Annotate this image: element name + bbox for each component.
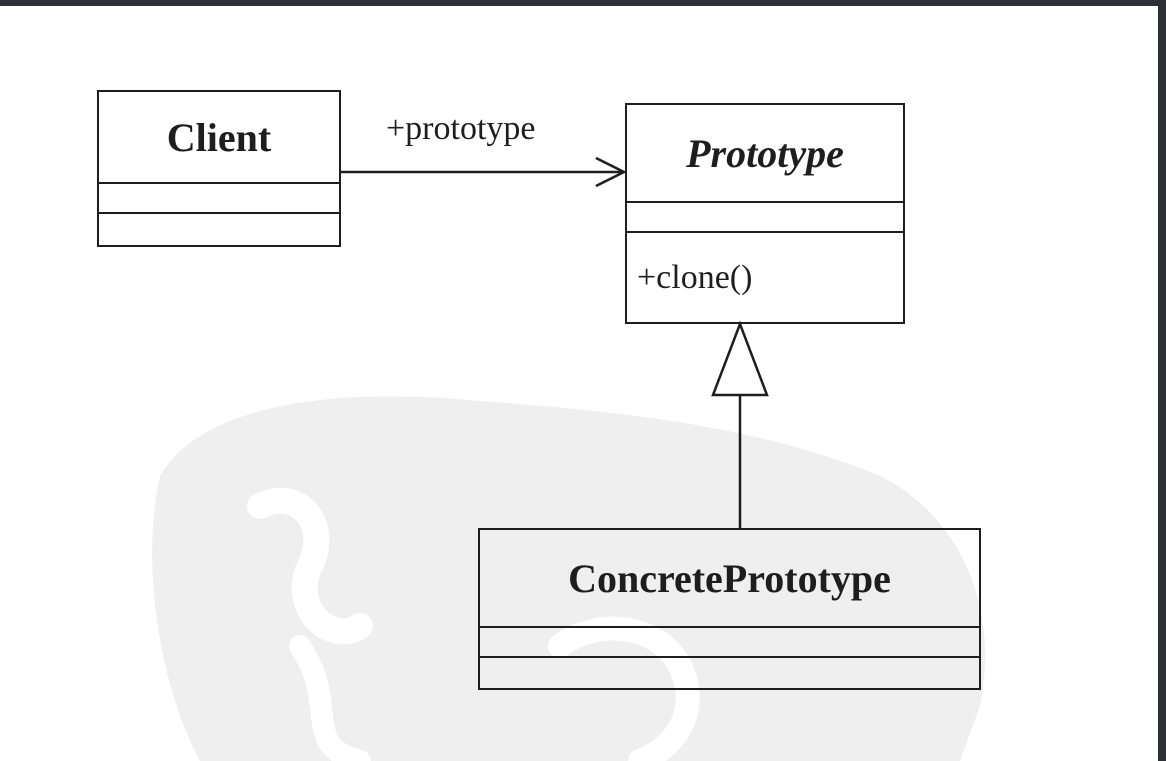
association-label: +prototype [386, 110, 536, 147]
concrete-prototype-class-box: ConcretePrototype [478, 528, 981, 690]
prototype-clone-operation: +clone() [627, 231, 903, 322]
prototype-class-box: Prototype +clone() [625, 103, 905, 324]
concrete-operations-section [480, 656, 979, 688]
uml-diagram-canvas: Client +prototype Prototype +clone() Con… [0, 6, 1158, 761]
prototype-attributes-section [627, 201, 903, 231]
concrete-attributes-section [480, 626, 979, 656]
relationship-lines [341, 156, 769, 528]
client-class-name: Client [166, 114, 272, 160]
client-class-box: Client [97, 90, 341, 247]
client-operations-section [99, 212, 339, 245]
generalization-triangle-icon [711, 320, 769, 397]
prototype-class-name: Prototype [686, 130, 844, 176]
watermark-seal [152, 396, 986, 761]
concrete-prototype-class-name: ConcretePrototype [568, 555, 891, 601]
association-arrowhead [595, 156, 627, 188]
client-attributes-section [99, 182, 339, 212]
